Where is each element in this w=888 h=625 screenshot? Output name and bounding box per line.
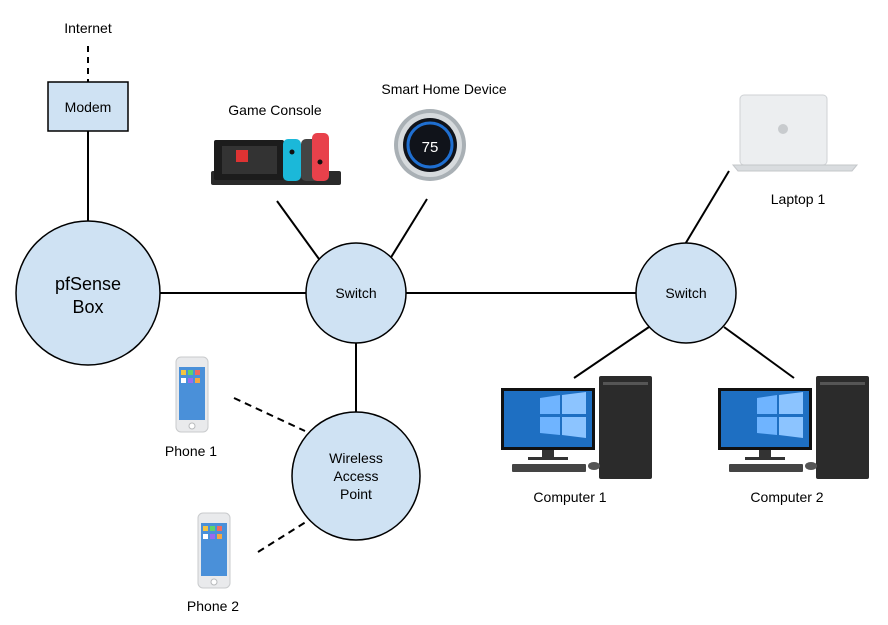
switch-a-label: Switch bbox=[335, 285, 376, 301]
link-switch-a-console bbox=[276, 200, 320, 260]
link-switch-a-smart-home bbox=[389, 198, 428, 260]
internet-label: Internet bbox=[64, 20, 112, 36]
pfsense-label-line-1: pfSense bbox=[55, 274, 121, 294]
modem-box bbox=[47, 81, 129, 132]
phone-2-icon bbox=[197, 512, 231, 589]
switch-b-circle bbox=[635, 242, 737, 344]
wap-node: Wireless Access Point bbox=[291, 411, 421, 541]
computer-1-icon bbox=[501, 376, 652, 479]
smart-home-label: Smart Home Device bbox=[381, 81, 506, 97]
computer-2-icon bbox=[718, 376, 869, 479]
link-switch-b-computer-2 bbox=[723, 326, 795, 379]
wap-label-line-1: Wireless bbox=[329, 450, 383, 466]
switch-b-label: Switch bbox=[665, 285, 706, 301]
link-switch-b-laptop bbox=[683, 170, 730, 247]
game-console-label: Game Console bbox=[228, 102, 322, 118]
thermostat-temperature: 75 bbox=[422, 139, 439, 156]
link-switch-b-computer-1 bbox=[573, 326, 650, 379]
phone-1-icon bbox=[175, 356, 209, 433]
link-wap-phone-1 bbox=[233, 397, 306, 432]
wap-label-line-3: Point bbox=[340, 486, 372, 502]
laptop-icon bbox=[731, 94, 859, 172]
wap-label-line-2: Access bbox=[333, 468, 378, 484]
computer-1-label: Computer 1 bbox=[533, 489, 606, 505]
game-console-icon bbox=[211, 133, 341, 185]
thermostat-icon: 75 bbox=[394, 109, 466, 181]
phone-1-label: Phone 1 bbox=[165, 443, 217, 459]
modem-label: Modem bbox=[65, 99, 112, 115]
pfsense-label-line-2: Box bbox=[72, 297, 103, 317]
pfsense-node: pfSense Box bbox=[15, 220, 161, 366]
computer-2-label: Computer 2 bbox=[750, 489, 823, 505]
wap-circle bbox=[291, 411, 421, 541]
link-wap-phone-2 bbox=[257, 519, 310, 553]
switch-a-node: Switch bbox=[305, 242, 407, 344]
switch-a-circle bbox=[305, 242, 407, 344]
pfsense-circle bbox=[15, 220, 161, 366]
connections bbox=[87, 46, 795, 553]
laptop-label: Laptop 1 bbox=[771, 191, 826, 207]
phone-2-label: Phone 2 bbox=[187, 598, 239, 614]
switch-b-node: Switch bbox=[635, 242, 737, 344]
modem-node: Modem bbox=[47, 81, 129, 132]
